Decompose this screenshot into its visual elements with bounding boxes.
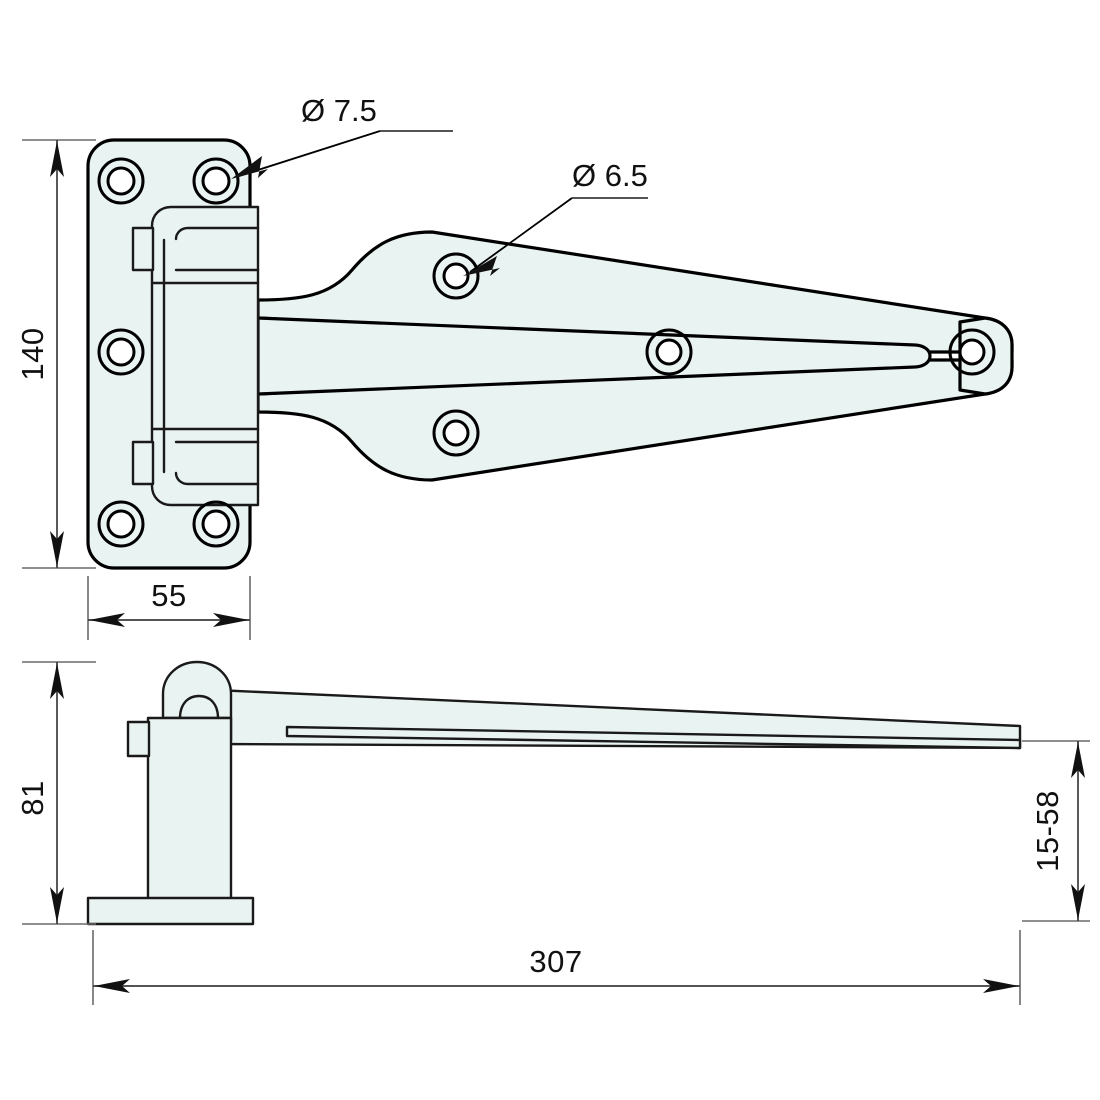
dim-label-140: 140 bbox=[15, 327, 50, 380]
plan-knuckle-inner-upper bbox=[174, 226, 260, 241]
callout-dia-7-5: Ø 7.5 bbox=[231, 93, 453, 179]
callout-label-dia-7-5: Ø 7.5 bbox=[301, 93, 377, 128]
countersunk-hole bbox=[432, 252, 480, 300]
dimension-81: 81 bbox=[15, 661, 96, 925]
plan-knuckle-assembly bbox=[131, 205, 260, 507]
dim-arrow-15-58-bottom bbox=[1071, 884, 1085, 920]
dimension-55: 55 bbox=[87, 576, 251, 640]
side-pin-hole bbox=[178, 694, 220, 720]
dim-arrow-15-58-top bbox=[1071, 742, 1085, 778]
side-strap-lip bbox=[285, 725, 1022, 750]
dim-label-55: 55 bbox=[151, 578, 186, 613]
dimension-307: 307 bbox=[92, 930, 1021, 1005]
dimension-140: 140 bbox=[15, 139, 96, 569]
plan-knuckle-body bbox=[150, 205, 260, 507]
leader-line-dia-7-5 bbox=[235, 130, 381, 178]
side-base-plate bbox=[86, 896, 255, 926]
plan-pin-tab-upper bbox=[131, 226, 155, 272]
leader-arrowhead-dia-7-5 bbox=[231, 156, 268, 179]
dimension-15-58: 15-58 bbox=[1022, 740, 1090, 922]
countersunk-hole bbox=[97, 328, 145, 376]
plan-view: Ø 7.5 Ø 6.5 140 55 bbox=[15, 93, 1014, 640]
plan-leaf-holes bbox=[97, 157, 240, 548]
dim-arrow-55-left bbox=[89, 613, 125, 627]
countersunk-hole bbox=[432, 409, 480, 457]
callout-label-dia-6-5: Ø 6.5 bbox=[572, 158, 648, 193]
dim-arrow-81-top bbox=[50, 663, 64, 699]
countersunk-hole bbox=[645, 328, 693, 376]
dim-arrow-307-right bbox=[983, 979, 1019, 993]
dim-label-81: 81 bbox=[15, 780, 50, 815]
leader-arrowhead-dia-6-5 bbox=[463, 256, 500, 276]
dim-label-307: 307 bbox=[529, 944, 582, 979]
dim-arrow-140-bottom bbox=[50, 531, 64, 567]
side-leaf-body bbox=[146, 716, 233, 904]
dim-label-15-58: 15-58 bbox=[1030, 790, 1065, 872]
side-pin-tab bbox=[126, 720, 151, 758]
plan-strap-tongue bbox=[256, 316, 932, 396]
countersunk-hole bbox=[192, 157, 240, 205]
countersunk-hole bbox=[97, 500, 145, 548]
plan-strap bbox=[256, 230, 1014, 482]
plan-pin-tab-lower bbox=[131, 440, 155, 486]
plan-knuckle-inner-lower bbox=[174, 471, 260, 486]
callout-dia-6-5: Ø 6.5 bbox=[463, 158, 648, 276]
countersunk-hole bbox=[948, 328, 996, 376]
plan-strap-holes bbox=[432, 252, 996, 457]
leader-line-dia-6-5 bbox=[469, 197, 573, 273]
side-view: 81 15-58 307 bbox=[15, 660, 1090, 1005]
countersunk-hole bbox=[97, 157, 145, 205]
dim-arrow-307-left bbox=[94, 979, 130, 993]
countersunk-hole bbox=[192, 500, 240, 548]
dim-arrow-140-top bbox=[50, 141, 64, 177]
dim-arrow-81-bottom bbox=[50, 887, 64, 923]
dim-arrow-55-right bbox=[213, 613, 249, 627]
